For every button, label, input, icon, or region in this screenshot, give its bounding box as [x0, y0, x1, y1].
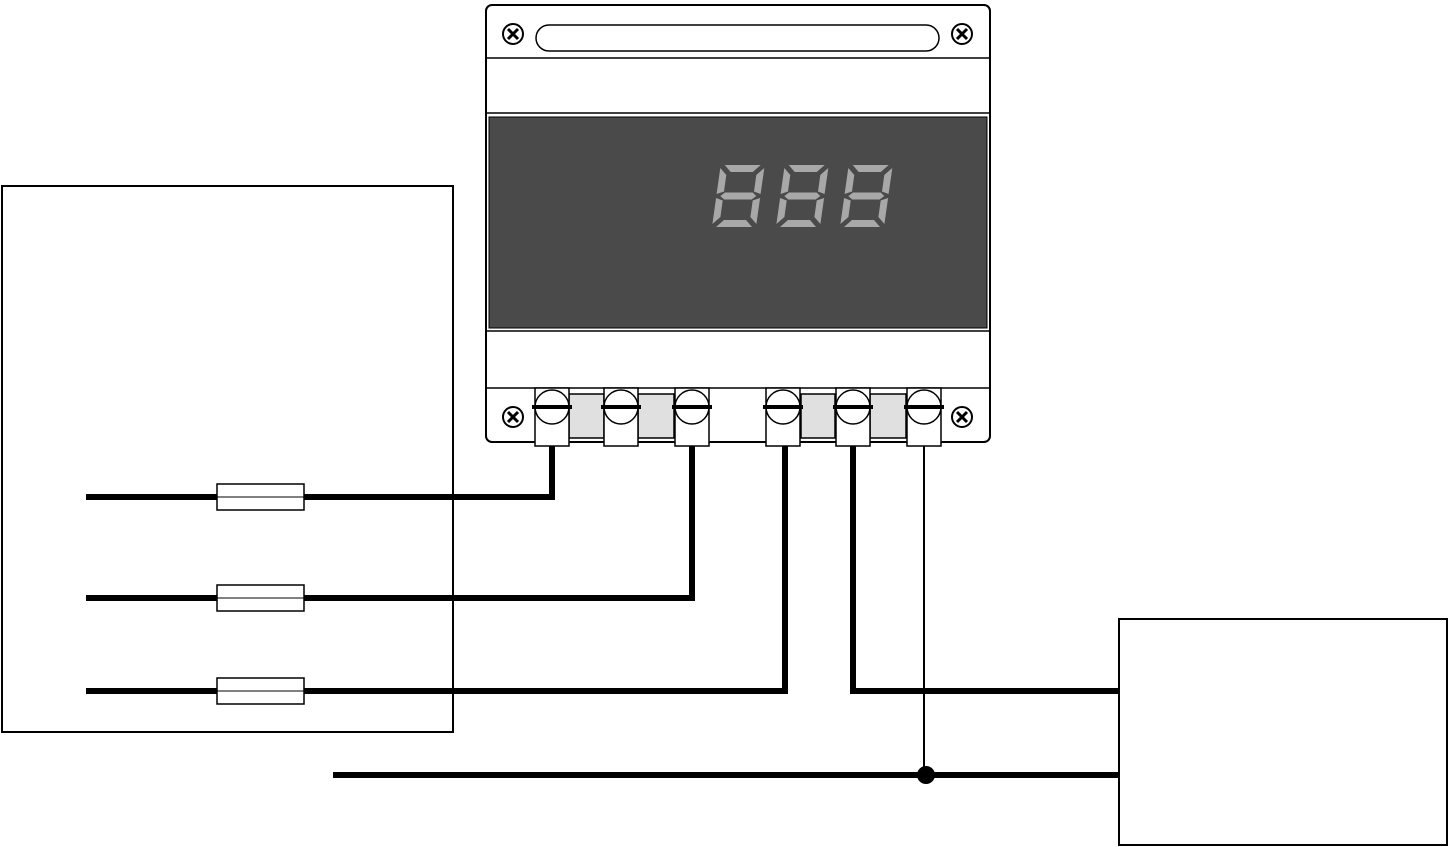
mount-screw-icon: [951, 406, 973, 428]
segment-d: [716, 220, 752, 227]
segment-f: [780, 168, 791, 194]
meter-device: 888: [0, 0, 991, 447]
junction-dot-icon: [917, 766, 935, 784]
terminal-screw-icon[interactable]: [833, 387, 873, 447]
segment-g: [784, 192, 821, 200]
terminal-screw-icon[interactable]: [672, 387, 712, 447]
segment-b: [754, 168, 765, 194]
terminal-separator: [800, 393, 836, 439]
segment-e: [776, 198, 787, 224]
segment-a: [788, 165, 825, 172]
terminal-separator: [568, 393, 605, 439]
fuse-icon: [216, 483, 305, 511]
segment-d: [844, 220, 880, 227]
segment-c: [814, 198, 825, 224]
terminal-screw-icon[interactable]: [601, 387, 641, 447]
wiring: [86, 446, 1119, 778]
segment-f: [716, 168, 727, 194]
fuse-icon: [216, 677, 305, 705]
segment-c: [750, 198, 761, 224]
display-readout-value: 888: [0, 0, 2, 1]
mount-screw-icon: [502, 406, 524, 428]
wire-output-to-unit: [850, 446, 1119, 694]
segment-g: [848, 192, 885, 200]
terminal-separator: [637, 393, 675, 439]
label-slot: [535, 24, 940, 52]
wire-l3-out: [304, 446, 788, 694]
terminal-separator: [869, 393, 907, 439]
terminal-screw-icon[interactable]: [904, 387, 944, 447]
segment-a: [852, 165, 889, 172]
left-panel-box: [1, 185, 454, 733]
mount-screw-icon: [502, 23, 524, 45]
segment-c: [878, 198, 889, 224]
segment-e: [840, 198, 851, 224]
terminal-screw-icon[interactable]: [763, 387, 803, 447]
segment-a: [724, 165, 761, 172]
fuse-icon: [216, 584, 305, 612]
wire-l1-out: [304, 446, 555, 500]
segment-f: [844, 168, 855, 194]
terminal-block: [532, 387, 944, 447]
wire-l2-out: [304, 446, 695, 601]
seven-segment-readout: [712, 165, 893, 227]
segment-g: [720, 192, 757, 200]
segment-b: [818, 168, 829, 194]
mount-screw-icon: [951, 23, 973, 45]
right-unit-box: [1118, 618, 1448, 846]
terminal-screw-icon[interactable]: [532, 387, 572, 447]
segment-d: [780, 220, 816, 227]
segment-b: [882, 168, 893, 194]
segment-e: [712, 198, 723, 224]
